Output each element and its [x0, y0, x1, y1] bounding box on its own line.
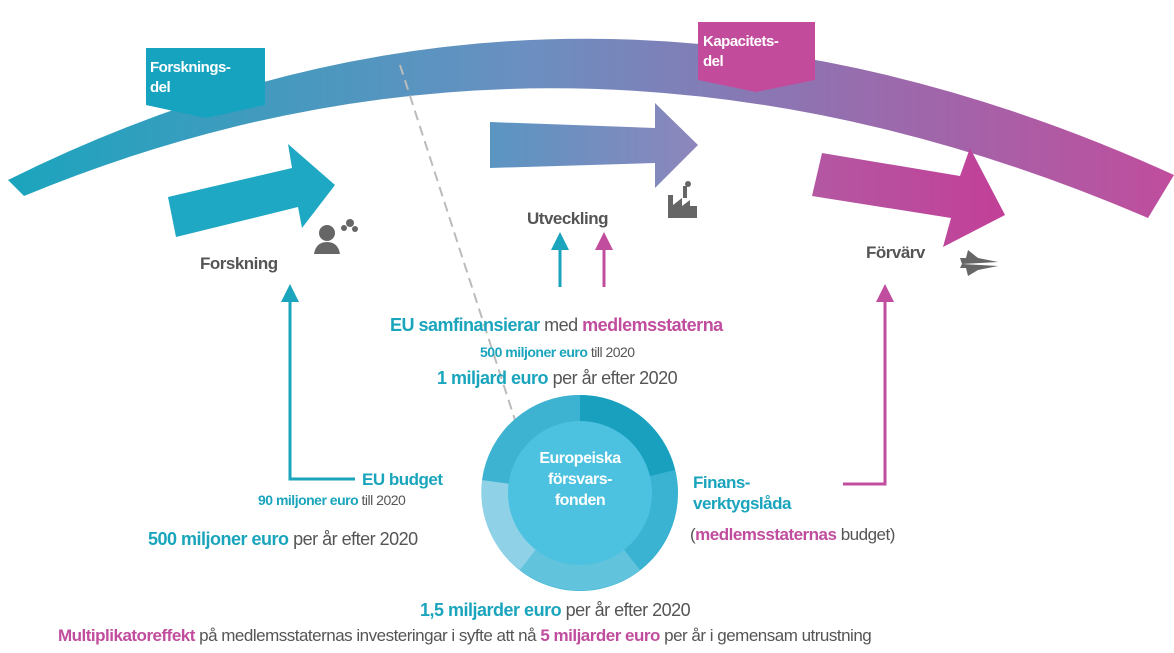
cofinance-arrow-magenta — [595, 232, 613, 287]
eu-budget-until: till 2020 — [361, 492, 406, 508]
eu-budget-title: EU budget — [362, 470, 443, 489]
cofinance-until: till 2020 — [590, 344, 635, 360]
cofinance-amount-line: 500 miljoner euro till 2020 — [480, 344, 635, 360]
development-arrow — [490, 103, 698, 188]
development-label: Utveckling — [527, 209, 608, 228]
capacity-tag-label: Kapacitets-del — [703, 33, 779, 70]
timeline-arc — [8, 38, 1174, 218]
acquisition-label: Förvärv — [866, 243, 925, 262]
research-tag-label: Forsknings-del — [150, 59, 231, 96]
cofinance-line: EU samfinansierar med medlemsstaterna — [390, 315, 723, 336]
researcher-icon — [314, 219, 358, 254]
cofinance-annual-amount: 1 miljard euro — [437, 368, 549, 388]
research-tag — [146, 48, 265, 118]
bottom-amount-text: per år efter 2020 — [565, 600, 691, 620]
eu-budget-annual-amount: 500 miljoner euro — [148, 529, 289, 549]
factory-icon — [668, 181, 697, 218]
cofinance-with: med — [544, 315, 578, 335]
toolbox-title: Finans-verktygslåda — [693, 473, 791, 513]
eu-budget-connector — [281, 284, 355, 481]
multiplier-line: Multiplikatoreffekt på medlemsstaternas … — [58, 626, 872, 646]
bottom-amount: 1,5 miljarder euro — [420, 600, 562, 620]
toolbox-budget-line: (medlemsstaternas budget) — [690, 525, 895, 544]
research-arrow — [168, 144, 335, 237]
eu-budget-annual-line: 500 miljoner euro per år efter 2020 — [148, 529, 418, 550]
eu-budget-annual-text: per år efter 2020 — [293, 529, 418, 549]
cofinance-annual-text: per år efter 2020 — [552, 368, 678, 388]
toolbox-states: medlemsstaternas — [695, 525, 837, 544]
bottom-amount-line: 1,5 miljarder euro per år efter 2020 — [420, 600, 691, 621]
multiplier-amount: 5 miljarder euro — [540, 626, 660, 645]
research-label: Forskning — [200, 254, 278, 273]
multiplier-text: på medlemsstaternas investeringar i syft… — [199, 626, 537, 645]
acquisition-arrow — [812, 148, 1005, 247]
jet-icon — [960, 250, 998, 276]
phase-divider-line — [399, 64, 516, 421]
multiplier-label: Multiplikatoreffekt — [58, 626, 195, 645]
toolbox-connector — [843, 284, 894, 486]
cofinance-annual-line: 1 miljard euro per år efter 2020 — [437, 368, 678, 389]
cofinance-states: medlemsstaterna — [582, 315, 723, 335]
fund-circle — [481, 394, 678, 591]
eu-budget-amount-line: 90 miljoner euro till 2020 — [258, 492, 406, 508]
cofinance-arrow-teal — [551, 232, 569, 287]
cofinance-amount: 500 miljoner euro — [480, 344, 588, 360]
capacity-tag — [698, 22, 815, 92]
multiplier-text-end: per år i gemensam utrustning — [664, 626, 872, 645]
cofinance-eu: EU samfinansierar — [390, 315, 540, 335]
eu-budget-amount: 90 miljoner euro — [258, 492, 359, 508]
